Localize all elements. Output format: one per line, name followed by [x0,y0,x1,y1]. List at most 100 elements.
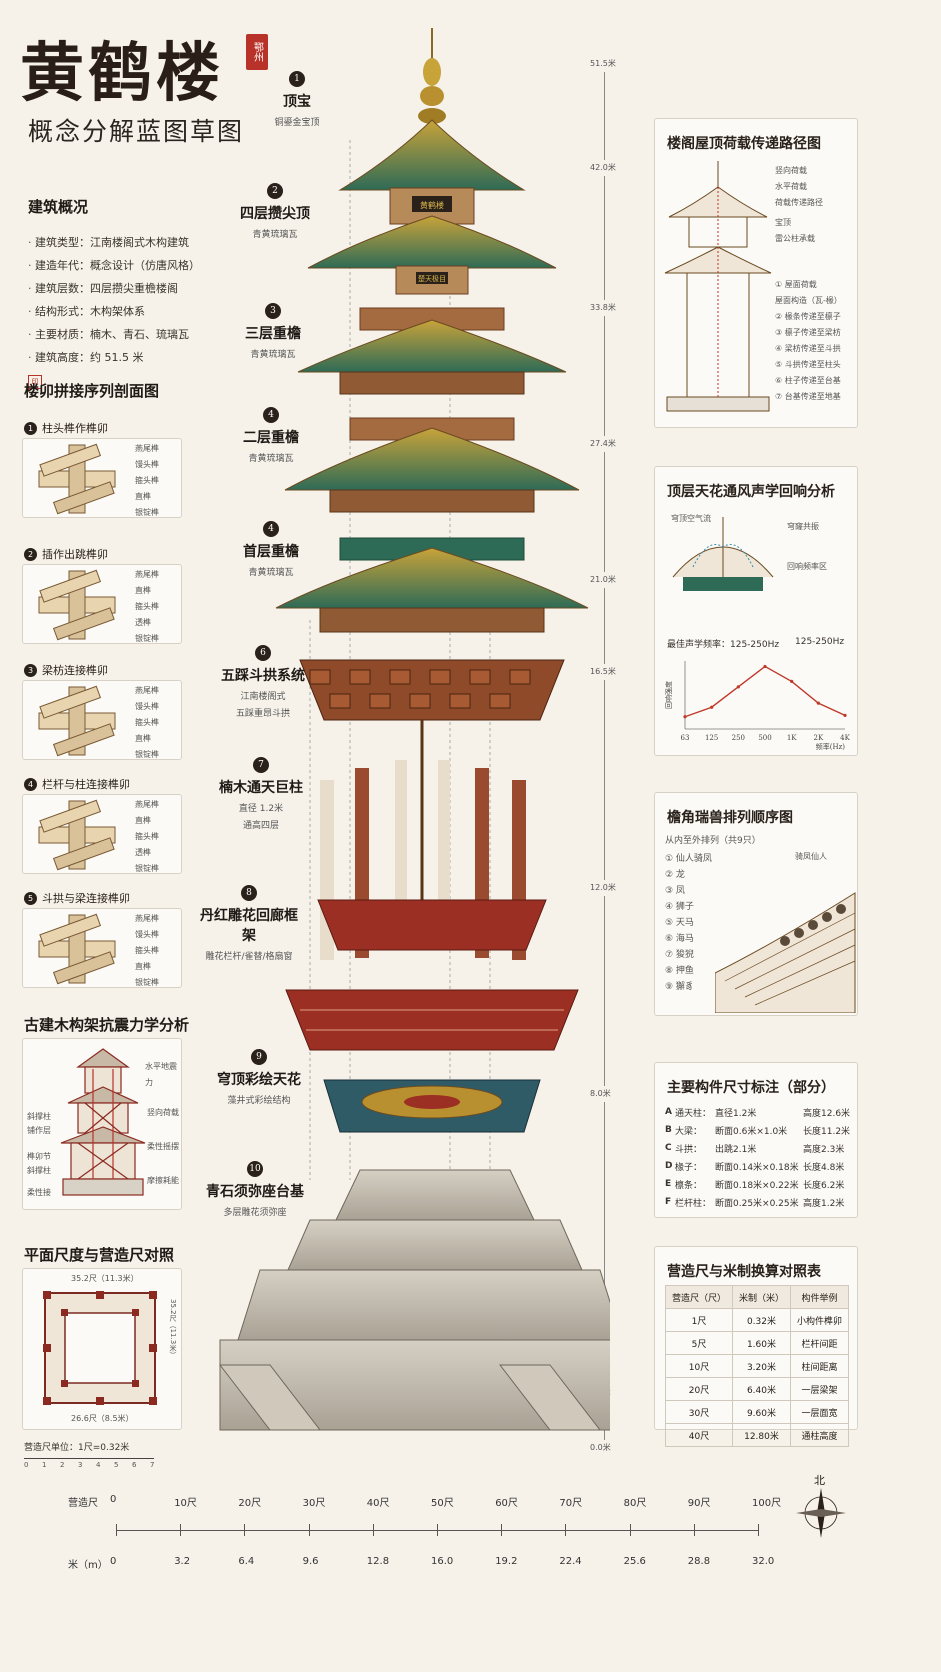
acoustic-label: 穹顶空气流 [671,514,711,523]
joint-name: 插作出跳榫卯 [42,548,108,561]
joint-part-label: 直榫 [135,586,151,595]
plan-title: 平面尺度与营造尺对照 [24,1246,175,1264]
plan-side-dim: 35.2尺（11.3米） [169,1299,177,1359]
plan-tick: 7 [150,1461,155,1469]
scale-tick-meter: 6.4 [238,1556,255,1567]
joint-part-label: 燕尾榫 [135,800,159,809]
chart-x-tick: 4K [840,734,850,742]
joint-part-label: 燕尾榫 [135,570,159,579]
small-seal-icon: 印 [28,375,42,389]
table-cell: 1尺 [665,1308,733,1332]
joint-part-label: 直榫 [135,492,151,501]
dims-b: 高度1.2米 [803,1198,845,1209]
joint-part-label: 箍头榫 [135,602,159,611]
callout-number: 1 [289,71,305,87]
eave-label: 骑凤仙人 [795,852,827,861]
joint-drawing [38,913,116,985]
seismic-right-label: 水平地震力 [145,1062,177,1087]
scale-tick-mark [629,1524,631,1536]
scale-tick-meter: 19.2 [495,1556,518,1567]
seismic-panel: 斜撑柱 铺作层 榫卯节 斜撑柱 柔性接 水平地震力 竖向荷载 柔性摇摆 摩擦耗能 [22,1038,182,1210]
scale-tick-chi: 90尺 [687,1498,711,1509]
joint-part-labels: 燕尾榫直榫箍头榫透榫银锭榫 [135,567,159,647]
table-cell: 一层面宽 [789,1400,850,1424]
roof-level-4: 黄鹤楼 楚天极目 [307,119,557,295]
scale-tick-mark [308,1524,310,1536]
eave-beast-item: ② 龙 [665,870,685,880]
table-cell: 1.60米 [731,1331,791,1355]
roof-load-step: ① 屋面荷载 [775,280,817,289]
roof-load-step: ⑥ 柱子传递至台基 [775,376,841,385]
scale-tick-meter: 32.0 [752,1556,775,1567]
scale-tick-mark [437,1524,438,1536]
callout-name: 青石须弥座台基 [206,1184,304,1200]
tower-exploded-view: 黄鹤楼 楚天极目 [218,28,610,1431]
roof-load-step: ⑤ 斗拱传递至柱头 [775,360,841,369]
scale-tick-meter: 9.6 [302,1556,319,1567]
roof-load-panel: 楼阁屋顶荷载传递路径图 竖向荷载 水平荷载 荷载传递路径 宝顶 雷公柱承载 ① … [654,118,858,428]
dims-name: 栏杆柱： [675,1198,712,1209]
scale-tick-chi: 0 [110,1494,117,1505]
callout-number: 10 [247,1161,263,1177]
scale-tick-mark [693,1524,695,1536]
compass-icon [796,1488,846,1538]
scale-tick-chi: 100尺 [752,1498,782,1509]
plan-tick: 4 [96,1461,101,1469]
callout-desc: 直径 1.2米 [238,804,284,814]
dims-a: 断面0.25米×0.25米 [715,1198,799,1209]
joint-drawing [38,569,116,641]
roof-load-steps: ① 屋面荷载 屋面构造（瓦-椽） ② 椽条传递至檩子 ③ 檩子传递至梁枋 ④ 梁… [775,277,842,405]
roof-load-step: 屋面构造（瓦-椽） [775,296,842,305]
plan-drawing [43,1291,157,1405]
callout-number: 4 [263,521,279,537]
callout-desc: 青黄琉璃瓦 [252,230,298,240]
table-header: 构件举例 [789,1285,850,1309]
dims-b: 长度4.8米 [803,1162,845,1173]
legend-horizontal-load: 水平荷载 [775,182,807,191]
callout-name: 楠木通天巨柱 [219,780,303,796]
chart-point [790,679,794,683]
scale-tick-meter: 22.4 [559,1556,582,1567]
roof-load-legend: 竖向荷载 水平荷载 荷载传递路径 宝顶 雷公柱承载 [775,163,823,247]
joint-name: 斗拱与梁连接榫卯 [42,892,130,905]
callout-name: 首层重檐 [243,544,299,560]
eave-beast-item: ⑦ 狻猊 [665,950,694,960]
chart-y-label: 回响强度 [664,681,673,709]
scale-tick-chi: 60尺 [495,1498,518,1509]
dims-key: D [665,1161,673,1171]
eave-roof-drawing [715,892,856,1013]
callout-desc: 青黄琉璃瓦 [250,350,296,360]
dims-key: C [665,1143,672,1153]
scale-tick-meter: 28.8 [687,1556,711,1567]
joint-drawing [38,685,116,757]
dims-b: 长度11.2米 [803,1126,851,1137]
scale-tick-mark [758,1524,759,1536]
callout-name: 丹红雕花回廊框架 [200,908,298,944]
callout-name: 二层重檐 [243,430,299,446]
eave-beast-item: ⑤ 天马 [665,918,694,928]
joint-part-label: 银锭榫 [135,750,159,759]
callout-desc2: 五踩重昂斗拱 [235,709,290,719]
joint-drawing [38,799,116,871]
roof-load-diagram [664,161,772,412]
callout-number: 6 [255,645,271,661]
callout-name: 四层攒尖顶 [240,206,310,222]
callout-name: 穹顶彩绘天花 [217,1072,301,1088]
eave-beast-item: ⑥ 海马 [665,934,694,944]
dims-name: 大梁： [675,1126,703,1137]
plan-unit-note: 营造尺单位：1尺=0.32米 [24,1443,130,1453]
plan-tick: 3 [78,1461,83,1469]
scale-tick-mark [372,1524,374,1536]
table-cell: 5尺 [665,1331,733,1355]
table-cell: 6.40米 [731,1377,791,1401]
dims-a: 断面0.14米×0.18米 [715,1162,799,1173]
table-cell: 9.60米 [731,1400,791,1424]
